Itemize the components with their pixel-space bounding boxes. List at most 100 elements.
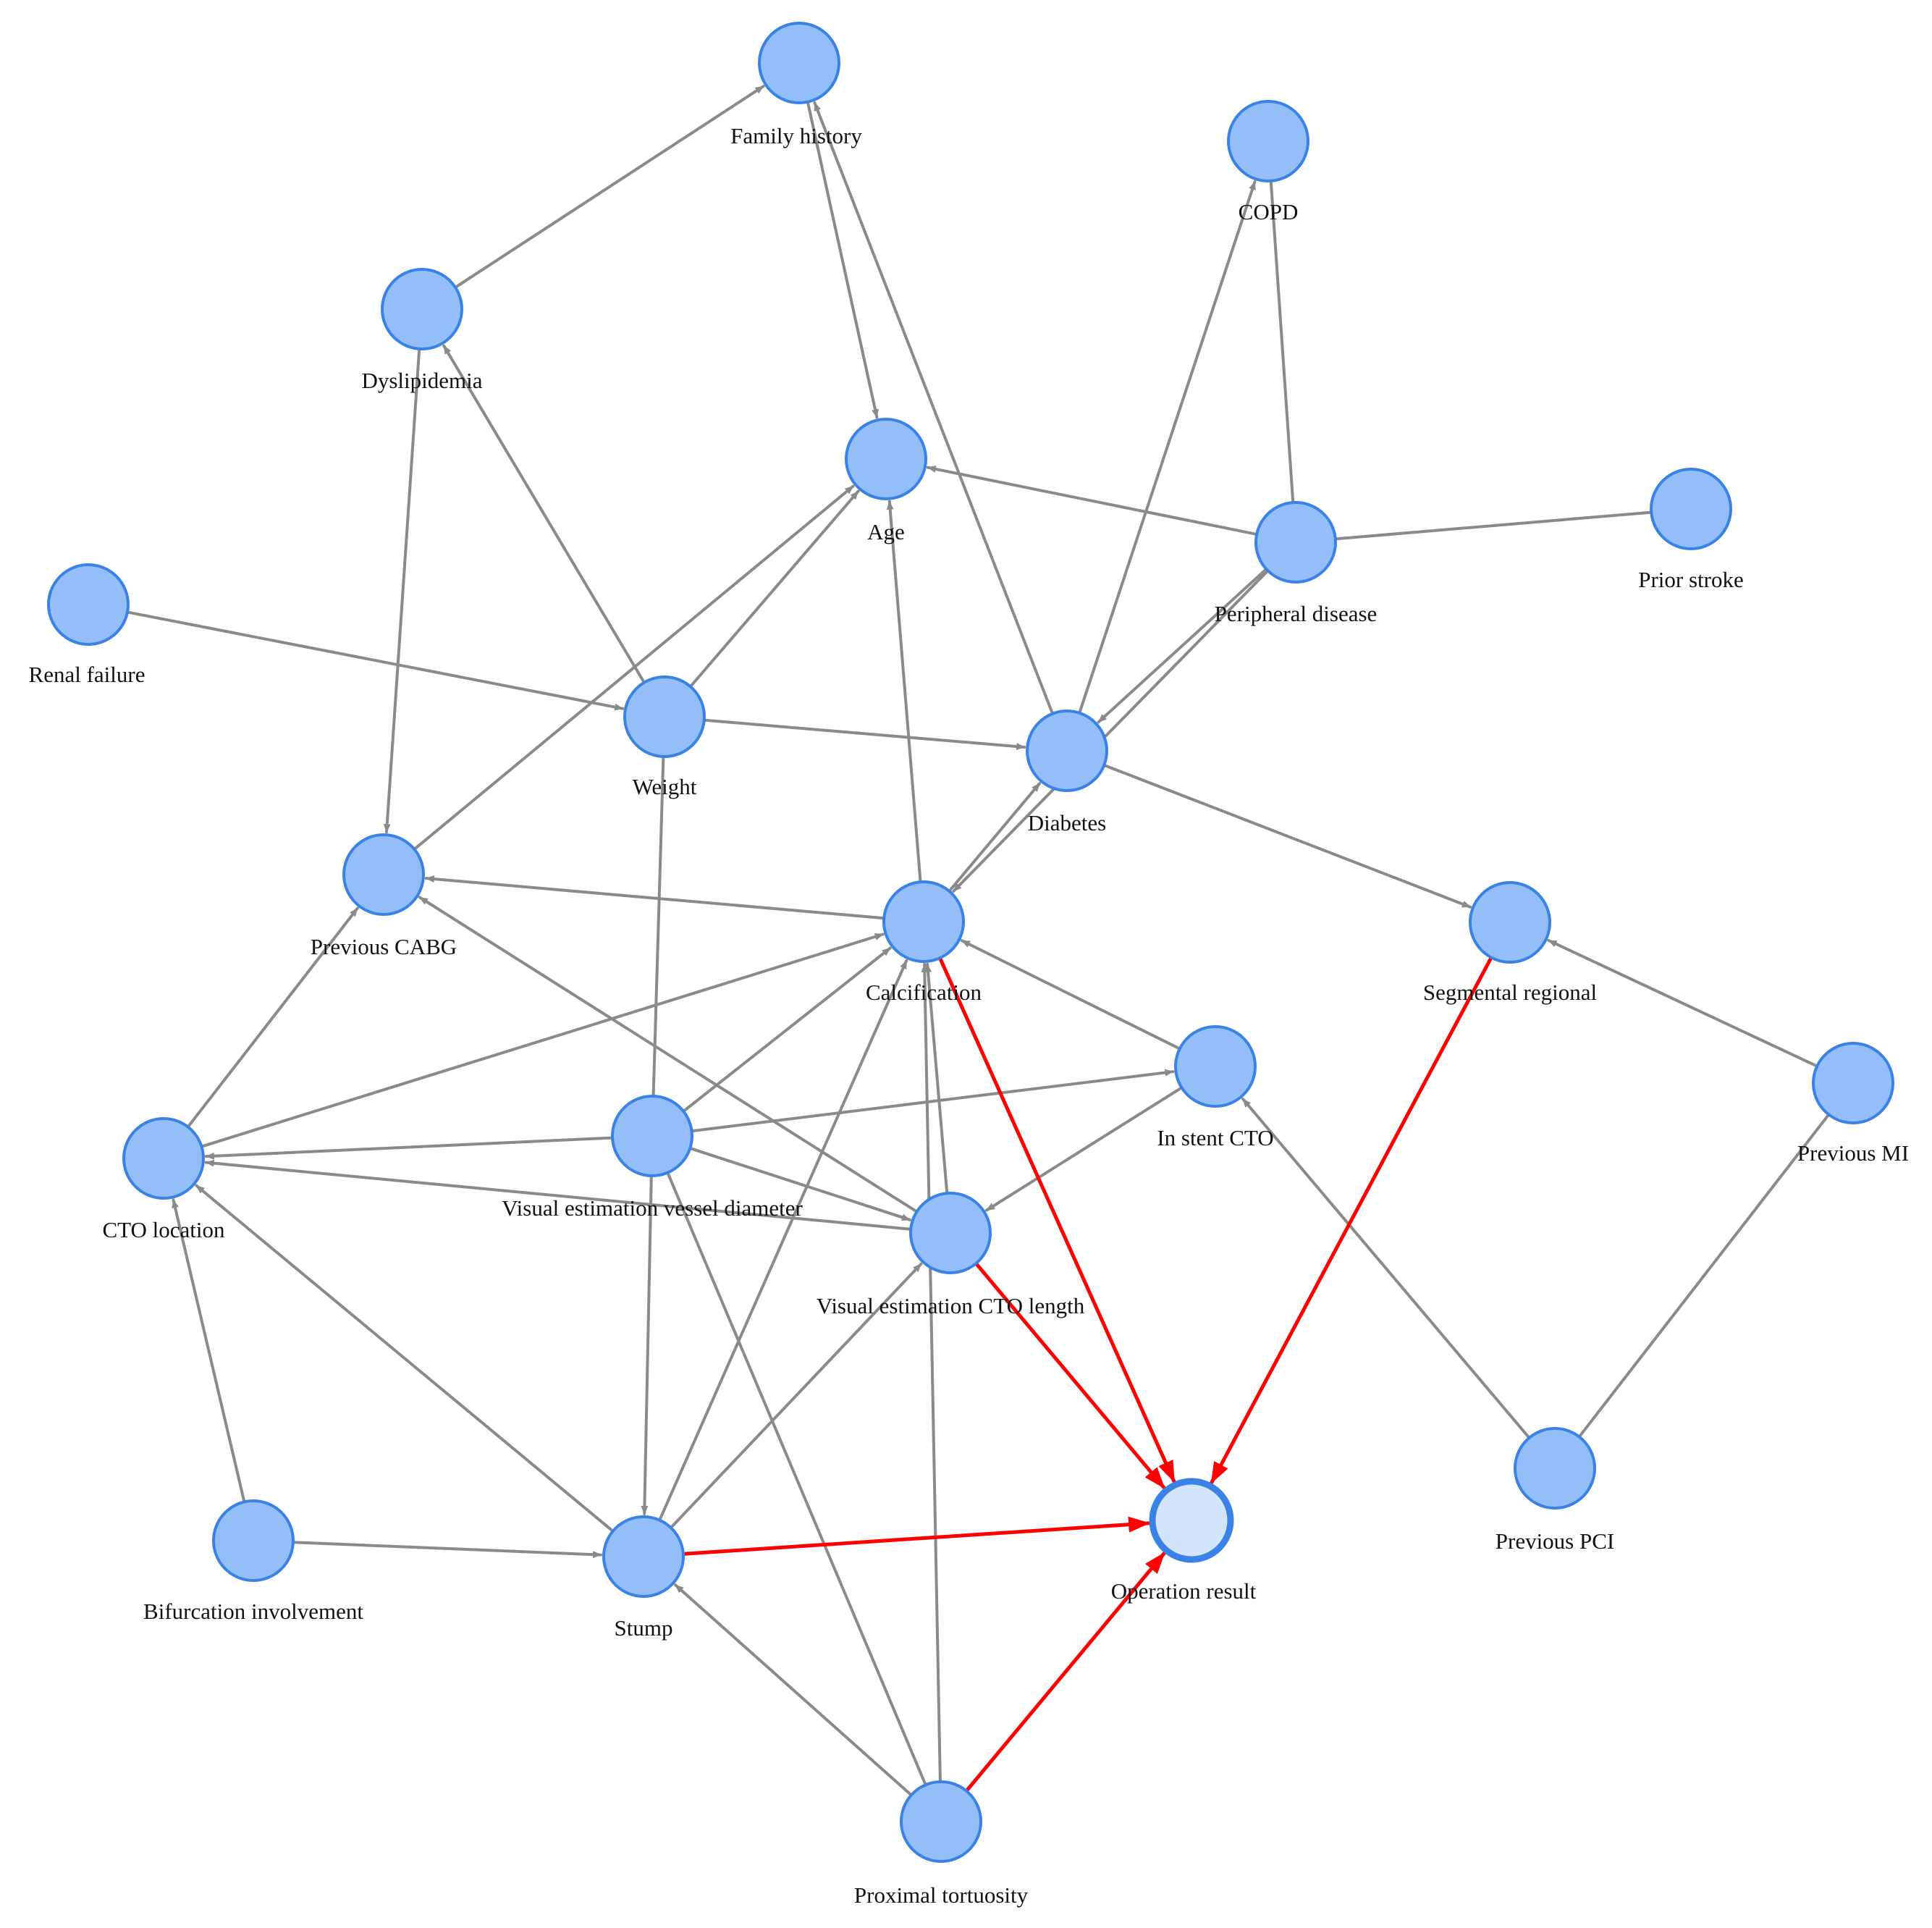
node-circle-previous-pci[interactable]: [1514, 1427, 1596, 1510]
node-circle-operation-result[interactable]: [1149, 1478, 1234, 1563]
node-circle-weight[interactable]: [623, 675, 706, 758]
node-calcification[interactable]: Calcification: [866, 880, 982, 1005]
edge-diabetes-to-family-history: [813, 101, 1054, 715]
node-label-bifurcation: Bifurcation involvement: [143, 1599, 363, 1624]
edge-vessel-diameter-to-calcification: [683, 946, 892, 1113]
node-bifurcation[interactable]: Bifurcation involvement: [143, 1499, 363, 1624]
edge-bifurcation-to-stump: [292, 1541, 602, 1559]
edge-previous-cabg-to-age: [413, 484, 855, 851]
node-dyslipidemia[interactable]: Dyslipidemia: [361, 268, 483, 393]
node-circle-peripheral-disease[interactable]: [1254, 501, 1337, 584]
node-circle-age[interactable]: [845, 418, 927, 500]
node-label-previous-mi: Previous MI: [1797, 1140, 1909, 1166]
node-circle-segmental-regional[interactable]: [1469, 881, 1551, 964]
edge-cto-length-to-operation-result: [974, 1262, 1166, 1490]
node-circle-cto-location[interactable]: [122, 1117, 205, 1200]
edge-vessel-diameter-to-weight: [651, 756, 665, 1097]
node-label-segmental-regional: Segmental regional: [1423, 980, 1597, 1005]
node-label-prior-stroke: Prior stroke: [1638, 567, 1744, 592]
node-circle-calcification[interactable]: [882, 880, 965, 963]
node-circle-in-stent-cto[interactable]: [1174, 1025, 1257, 1108]
edge-calcification-to-diabetes: [948, 782, 1042, 893]
edge-family-history-to-age: [806, 101, 879, 419]
edge-weight-to-dyslipidemia: [442, 344, 646, 683]
edge-previous-mi-to-segmental-regional: [1547, 939, 1818, 1068]
node-label-proximal-tortuosity: Proximal tortuosity: [854, 1882, 1029, 1908]
node-circle-previous-cabg[interactable]: [342, 833, 425, 916]
edge-calcification-to-operation-result: [938, 956, 1176, 1483]
edge-peripheral-disease-to-prior-stroke: [1334, 510, 1653, 541]
node-circle-proximal-tortuosity[interactable]: [900, 1780, 982, 1863]
edge-in-stent-cto-to-calcification: [960, 939, 1181, 1051]
edge-weight-to-diabetes: [703, 718, 1026, 751]
node-previous-cabg[interactable]: Previous CABG: [311, 833, 457, 959]
node-previous-pci[interactable]: Previous PCI: [1496, 1427, 1615, 1554]
edge-calcification-to-previous-cabg: [424, 875, 885, 920]
node-family-history[interactable]: Family history: [730, 22, 862, 148]
node-circle-prior-stroke[interactable]: [1650, 468, 1732, 550]
edge-proximal-tortuosity-to-calcification: [921, 963, 942, 1782]
node-label-diabetes: Diabetes: [1028, 810, 1106, 835]
edge-cto-location-to-previous-cabg: [187, 906, 359, 1128]
node-cto-location[interactable]: CTO location: [102, 1117, 225, 1242]
edge-stump-to-cto-length: [670, 1262, 923, 1529]
edge-calcification-to-age: [886, 500, 922, 883]
edge-cto-length-to-calcification: [924, 962, 949, 1195]
node-proximal-tortuosity[interactable]: Proximal tortuosity: [854, 1780, 1029, 1908]
node-segmental-regional[interactable]: Segmental regional: [1423, 881, 1597, 1005]
edge-peripheral-disease-to-age: [926, 465, 1258, 536]
node-label-previous-pci: Previous PCI: [1496, 1528, 1615, 1554]
node-in-stent-cto[interactable]: In stent CTO: [1157, 1025, 1274, 1150]
edge-previous-mi-to-previous-pci: [1578, 1114, 1830, 1438]
node-circle-stump[interactable]: [602, 1515, 685, 1598]
node-label-dyslipidemia: Dyslipidemia: [361, 368, 482, 393]
node-renal-failure[interactable]: Renal failure: [29, 563, 145, 687]
node-circle-renal-failure[interactable]: [47, 563, 130, 646]
node-circle-bifurcation[interactable]: [212, 1499, 295, 1582]
edge-diabetes-to-segmental-regional: [1103, 764, 1472, 909]
node-label-weight: Weight: [633, 774, 697, 799]
edge-dyslipidemia-to-family-history: [454, 85, 765, 289]
node-label-copd: COPD: [1239, 199, 1299, 224]
node-stump[interactable]: Stump: [602, 1515, 685, 1641]
edge-cto-length-to-cto-location: [204, 1159, 912, 1231]
node-age[interactable]: Age: [845, 418, 927, 544]
node-label-cto-length: Visual estimation CTO length: [817, 1293, 1085, 1318]
edge-segmental-regional-to-operation-result: [1210, 956, 1493, 1485]
edge-vessel-diameter-to-cto-location: [204, 1136, 614, 1160]
node-weight[interactable]: Weight: [623, 675, 706, 799]
node-operation-result[interactable]: Operation result: [1111, 1478, 1257, 1604]
node-circle-cto-length[interactable]: [909, 1192, 992, 1274]
edge-cto-length-to-previous-cabg: [418, 896, 918, 1213]
node-peripheral-disease[interactable]: Peripheral disease: [1215, 501, 1378, 626]
node-circle-vessel-diameter[interactable]: [611, 1095, 693, 1177]
node-vessel-diameter[interactable]: Visual estimation vessel diameter: [502, 1095, 803, 1221]
edges-layer: [127, 85, 1830, 1796]
node-circle-previous-mi[interactable]: [1812, 1042, 1894, 1124]
edge-dyslipidemia-to-previous-cabg: [383, 348, 421, 834]
edge-vessel-diameter-to-in-stent-cto: [691, 1069, 1175, 1133]
node-label-vessel-diameter: Visual estimation vessel diameter: [502, 1195, 803, 1221]
edge-renal-failure-to-weight: [127, 610, 625, 711]
edge-vessel-diameter-to-cto-length: [689, 1147, 911, 1221]
node-label-age: Age: [867, 519, 905, 544]
node-previous-mi[interactable]: Previous MI: [1797, 1042, 1909, 1166]
node-label-renal-failure: Renal failure: [29, 662, 145, 687]
node-label-operation-result: Operation result: [1111, 1578, 1257, 1604]
node-label-cto-location: CTO location: [102, 1217, 225, 1242]
node-label-calcification: Calcification: [866, 980, 982, 1005]
edge-in-stent-cto-to-cto-length: [985, 1086, 1183, 1212]
node-circle-dyslipidemia[interactable]: [381, 268, 463, 350]
node-circle-diabetes[interactable]: [1026, 710, 1108, 792]
node-circle-family-history[interactable]: [758, 22, 840, 104]
edge-vessel-diameter-to-proximal-tortuosity: [666, 1171, 927, 1786]
node-cto-length[interactable]: Visual estimation CTO length: [817, 1192, 1085, 1318]
node-diabetes[interactable]: Diabetes: [1026, 710, 1108, 835]
node-copd[interactable]: COPD: [1227, 100, 1309, 224]
node-prior-stroke[interactable]: Prior stroke: [1638, 468, 1744, 592]
edge-stump-to-operation-result: [682, 1516, 1151, 1556]
edge-peripheral-disease-to-calcification: [952, 570, 1269, 893]
node-circle-copd[interactable]: [1227, 100, 1309, 182]
